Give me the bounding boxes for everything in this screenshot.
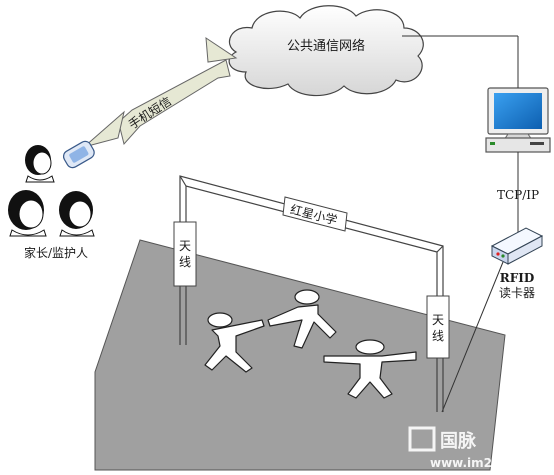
watermark: 国脉 www.im2m (408, 426, 505, 470)
mobile-phone-icon (62, 140, 95, 169)
antenna-label-left-2: 线 (179, 255, 191, 269)
reader-to-antenna-line (441, 261, 504, 413)
cloud-label: 公共通信网络 (287, 38, 365, 54)
watermark-text: 国脉 (440, 430, 477, 452)
antenna-label-right-2: 线 (432, 329, 444, 343)
student-figure (323, 339, 417, 399)
student-figure (204, 312, 265, 373)
watermark-url: www.im2m (430, 456, 505, 470)
parent-icon (8, 190, 47, 237)
computer-icon (485, 87, 551, 153)
reader-label-cn: 读卡器 (499, 286, 535, 300)
student-figure (267, 289, 337, 349)
parent-icon (59, 191, 95, 237)
rfid-reader-icon (490, 227, 544, 265)
network-label: TCP/IP (497, 188, 539, 202)
gate-sign (282, 196, 348, 232)
antenna-panel-left (173, 221, 197, 287)
parent-icon (25, 145, 55, 183)
watermark-logo-icon (408, 426, 436, 452)
sms-arrow (83, 37, 238, 148)
antenna-label-left: 天 (179, 239, 191, 253)
reader-label-en: RFID (500, 271, 535, 285)
cloud-public-network (228, 5, 424, 97)
parents-label: 家长/监护人 (24, 245, 88, 260)
antenna-panel-right (426, 295, 450, 359)
antenna-label-right: 天 (432, 313, 444, 327)
